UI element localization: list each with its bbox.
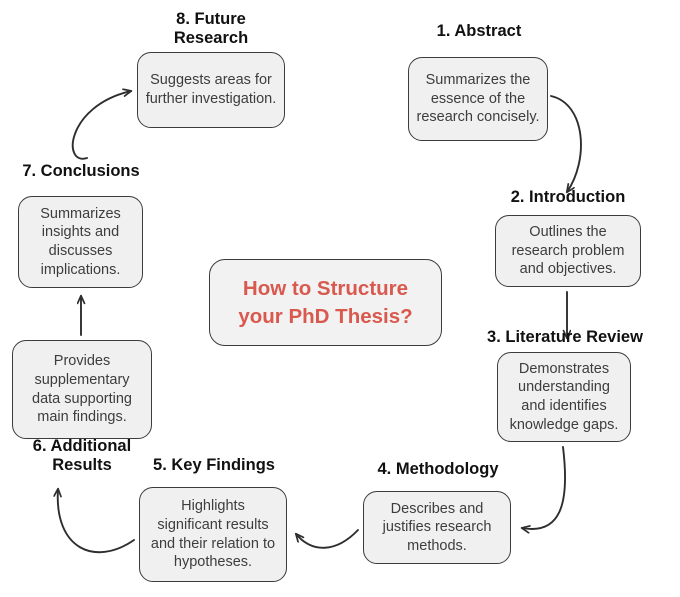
arrow-conclusions-to-future-research xyxy=(71,91,131,160)
arrow-key-findings-to-additional-results xyxy=(58,489,135,554)
step-box-key-findings[interactable]: Highlights significant results and their… xyxy=(139,487,287,582)
step-box-methodology[interactable]: Describes and justifies research methods… xyxy=(363,491,511,564)
step-box-conclusions[interactable]: Summarizes insights and discusses implic… xyxy=(18,196,143,288)
step-text-future-research: Suggests areas for further investigation… xyxy=(145,72,277,107)
step-label-methodology: 4. Methodology xyxy=(377,460,499,478)
arrow-abstract-to-introduction xyxy=(550,95,582,192)
center-title-card: How to Structure your PhD Thesis? xyxy=(209,259,442,346)
step-label-conclusions: 7. Conclusions xyxy=(22,162,140,180)
step-box-literature-review[interactable]: Demonstrates understanding and identifie… xyxy=(497,352,631,442)
step-text-introduction: Outlines the research problem and object… xyxy=(511,224,625,278)
diagram-title: How to Structure your PhD Thesis? xyxy=(238,277,413,328)
step-text-additional-results: Provides supplementary data supporting m… xyxy=(32,353,132,426)
step-text-abstract: Summarizes the essence of the research c… xyxy=(416,72,540,126)
arrow-literature-review-to-methodology xyxy=(522,446,566,529)
step-text-key-findings: Highlights significant results and their… xyxy=(150,498,276,571)
step-box-abstract[interactable]: Summarizes the essence of the research c… xyxy=(408,57,548,141)
step-text-conclusions: Summarizes insights and discusses implic… xyxy=(40,205,121,278)
step-label-additional-results: 6. Additional Results xyxy=(32,437,132,475)
step-box-introduction[interactable]: Outlines the research problem and object… xyxy=(495,215,641,287)
step-label-key-findings: 5. Key Findings xyxy=(153,456,275,474)
step-box-additional-results[interactable]: Provides supplementary data supporting m… xyxy=(12,340,152,439)
step-label-future-research: 8. Future Research xyxy=(173,10,249,48)
arrow-methodology-to-key-findings xyxy=(296,529,359,549)
step-box-future-research[interactable]: Suggests areas for further investigation… xyxy=(137,52,285,128)
step-text-literature-review: Demonstrates understanding and identifie… xyxy=(509,360,619,433)
step-label-literature-review: 3. Literature Review xyxy=(487,328,643,346)
step-label-introduction: 2. Introduction xyxy=(510,188,626,206)
step-text-methodology: Describes and justifies research methods… xyxy=(382,500,492,554)
step-label-abstract: 1. Abstract xyxy=(436,22,522,40)
